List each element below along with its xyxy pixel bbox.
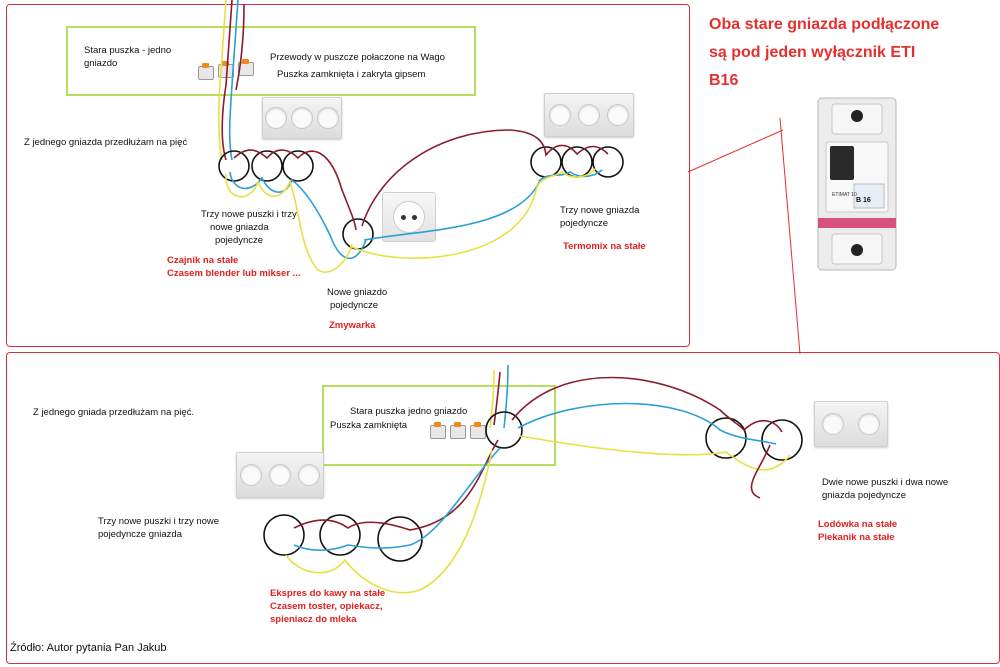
bottom-right-use-line2: Piekanik na stałe — [818, 532, 895, 543]
live-wire — [233, 149, 357, 231]
earth-wire — [489, 369, 495, 429]
junction-box-circle — [342, 218, 374, 250]
breaker-rating: B 16 — [856, 197, 871, 204]
live-wire — [235, 4, 245, 91]
junction-box-circle — [761, 419, 803, 461]
bottom-right-group-line1: Dwie nowe puszki i dwa nowe — [822, 477, 949, 488]
top-middle-group-line2: pojedyncze — [330, 300, 379, 311]
breaker-brand: ETIMAT 10 — [832, 192, 857, 198]
neutral-wire — [228, 0, 239, 161]
bottom-box-note-line2: Puszka zamknięta — [330, 420, 408, 431]
top-left-group-line1: Trzy nowe puszki i trzy — [201, 209, 297, 220]
top-left-group-line2: nowe gniazda — [210, 222, 269, 233]
live-wire — [221, 0, 233, 161]
bottom-old-junction-box — [322, 385, 556, 466]
live-wire — [293, 439, 499, 531]
live-wire — [361, 129, 609, 227]
bottom-left-use-line2: Czasem toster, opiekacz, — [270, 601, 383, 612]
socket-icon — [607, 104, 630, 126]
wago-connector-icon — [198, 63, 214, 80]
top-right-use: Termomix na stałe — [563, 241, 646, 252]
bottom-right-use-line1: Lodówka na stałe — [818, 519, 898, 530]
wago-connector-icon — [430, 422, 446, 439]
title-note-line1: Oba stare gniazda podłączone — [709, 16, 940, 33]
socket-icon — [548, 104, 571, 126]
bottom-left-use-line1: Ekspres do kawy na stałe — [270, 588, 386, 599]
source-caption: Źródło: Autor pytania Pan Jakub — [10, 642, 167, 654]
live-wire — [750, 444, 771, 499]
top-old-junction-box — [66, 26, 476, 96]
junction-box-circle — [319, 514, 361, 556]
neutral-wire — [293, 447, 501, 552]
neutral-wire — [229, 171, 367, 260]
bottom-extend-note: Z jednego gniada przedłużam na pięć. — [33, 407, 195, 418]
earth-wire — [217, 0, 227, 161]
top-box-note-line2: Puszka zamknięta i zakryta gipsem — [277, 69, 426, 80]
top-extend-note: Z jednego gniazda przedłużam na pięć — [24, 137, 188, 148]
top-triple-socket-right — [544, 93, 634, 137]
top-old-box-label-line2: gniazdo — [84, 58, 118, 69]
socket-icon — [393, 201, 425, 233]
top-right-group-line2: pojedyncze — [560, 218, 609, 229]
bottom-left-use-line3: spieniacz do mleka — [270, 614, 357, 625]
bottom-left-group-line1: Trzy nowe puszki i trzy nowe — [98, 516, 220, 527]
neutral-wire — [517, 402, 777, 445]
neutral-wire — [503, 364, 509, 429]
pointer-line — [687, 129, 784, 173]
socket-icon — [268, 464, 291, 486]
title-note-line3: B16 — [709, 72, 739, 89]
top-triple-socket-left — [262, 97, 342, 139]
junction-box-circle — [561, 146, 593, 178]
socket-icon — [240, 464, 263, 486]
bottom-box-note-line1: Stara puszka jedno gniazdo — [350, 406, 468, 417]
live-wire — [493, 371, 501, 426]
junction-box-circle — [251, 150, 283, 182]
earth-wire — [349, 167, 597, 259]
top-left-use-line2: Czasem blender lub mikser ... — [167, 268, 301, 279]
circuit-breaker-icon: ETIMAT 10 B 16 — [817, 97, 897, 271]
socket-icon — [291, 107, 313, 129]
earth-wire — [285, 449, 493, 594]
top-left-use-line1: Czajnik na stałe — [167, 255, 239, 266]
top-middle-group-line1: Nowe gniazdo — [327, 287, 388, 298]
top-single-socket — [382, 192, 436, 242]
socket-icon — [297, 464, 320, 486]
top-box-note-line1: Przewody w puszcze połaczone na Wago — [270, 52, 445, 63]
socket-icon — [577, 104, 600, 126]
socket-icon — [265, 107, 287, 129]
wago-connector-icon — [238, 59, 254, 76]
title-note-line2: są pod jeden wyłącznik ETI — [709, 44, 916, 61]
junction-box-circle — [263, 514, 305, 556]
earth-wire — [519, 435, 791, 471]
socket-icon — [822, 413, 844, 435]
bottom-left-group-line2: pojedyncze gniazda — [98, 529, 182, 540]
junction-box-circle — [282, 150, 314, 182]
earth-wire — [225, 173, 353, 273]
top-panel — [6, 4, 690, 347]
wago-connector-icon — [450, 422, 466, 439]
top-right-group-line1: Trzy nowe gniazda — [560, 205, 640, 216]
top-old-box-label-line1: Stara puszka - jedno — [84, 45, 172, 56]
junction-box-circle — [592, 146, 624, 178]
live-wire — [511, 376, 783, 433]
top-middle-use: Zmywarka — [329, 320, 376, 331]
socket-icon — [858, 413, 880, 435]
bottom-double-socket — [814, 401, 888, 447]
top-left-group-line3: pojedyncze — [215, 235, 264, 246]
junction-box-circle — [485, 411, 523, 449]
junction-box-circle — [218, 150, 250, 182]
bottom-right-group-line2: gniazda pojedyncze — [822, 490, 906, 501]
socket-icon — [317, 107, 339, 129]
pointer-line — [779, 117, 801, 355]
bottom-triple-socket — [236, 452, 324, 498]
